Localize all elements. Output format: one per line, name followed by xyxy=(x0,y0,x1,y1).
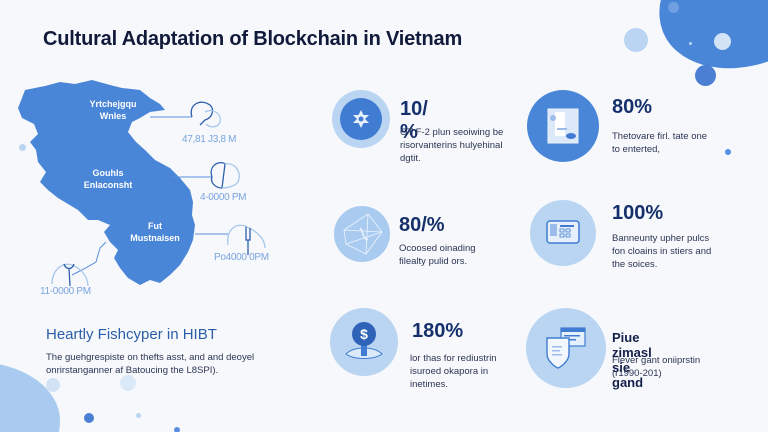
globe-network-icon xyxy=(343,213,383,255)
decorative-dot xyxy=(624,28,648,52)
map-callout-4: 11-0000 PM xyxy=(40,286,91,297)
decorative-dot xyxy=(46,378,60,392)
map-callout-1: 47,81 J3,8 M xyxy=(182,134,237,145)
decorative-dot xyxy=(695,65,716,86)
hand-icon xyxy=(51,263,89,287)
stat-value: Piue zimasl sie gand xyxy=(612,330,652,390)
hand-icon xyxy=(210,162,240,189)
decorative-dot xyxy=(136,413,141,418)
map-region-label-north: Yrtchejgqu Wnles xyxy=(89,99,137,121)
map-region-label-central: Gouhls Enlaconsht xyxy=(83,168,133,190)
decorative-dot xyxy=(689,42,692,45)
feature-body: The guehgrespiste on thefts asst, and an… xyxy=(46,352,255,376)
stat-icon-circle xyxy=(527,90,599,162)
svg-text:$: $ xyxy=(360,326,368,342)
hand-icon xyxy=(190,101,221,128)
page-title: Cultural Adaptation of Blockchain in Vie… xyxy=(43,28,463,50)
stat-icon-circle xyxy=(334,206,390,262)
stat-description: Flever gant oniiprstin (r1990-201) xyxy=(612,355,701,379)
stat-icon-circle: $ xyxy=(330,308,398,376)
hand-icon xyxy=(227,224,266,255)
stat-icon-circle xyxy=(332,90,390,148)
dollar-pin-icon: $ xyxy=(345,322,383,359)
decorative-dot xyxy=(714,33,731,50)
map-callout-2: 4-0000 PM xyxy=(200,192,247,203)
vietnam-map: Yrtchejgqu Wnles Gouhls Enlaconsht Fut M… xyxy=(0,80,290,310)
shield-document-icon xyxy=(546,327,586,369)
stat-icon-circle xyxy=(530,200,596,266)
stat-icon-circle xyxy=(526,308,606,388)
stat-value: 80% xyxy=(612,96,653,118)
decorative-dot xyxy=(120,375,136,391)
vietnam-map-shape xyxy=(18,80,266,287)
map-region-label-south: Fut Mustnaisen xyxy=(130,221,180,243)
decorative-dot xyxy=(84,413,94,423)
stat-value: 180% xyxy=(412,320,464,342)
feature-heading: Heartly Fishcyper in HIBT xyxy=(46,326,217,343)
stat-description: lor thas for rediustrin isuroed okapora … xyxy=(410,353,497,390)
stat-description: Thetovare firl. tate one to enterted, xyxy=(612,131,708,155)
decorative-dot xyxy=(668,2,679,13)
monitor-icon xyxy=(546,220,580,244)
stat-value: 80/% xyxy=(399,214,445,236)
decorative-dot xyxy=(19,144,26,151)
decorative-dot xyxy=(174,427,180,432)
stat-value: 10/ % xyxy=(400,98,428,143)
map-callout-3: Po4000 0PM xyxy=(214,252,269,263)
stat-description: Ocoosed oinading filealty pulid ors. xyxy=(399,243,476,267)
stat-value: 100% xyxy=(612,202,664,224)
decorative-dot xyxy=(725,149,731,155)
stat-description: OT F-2 plun seoiwing be risorvanterins h… xyxy=(400,127,504,164)
document-icon xyxy=(547,108,579,144)
stat-description: Banneunty upher pulcs fon cloains in sti… xyxy=(612,233,712,270)
snowflake-icon xyxy=(353,110,369,128)
